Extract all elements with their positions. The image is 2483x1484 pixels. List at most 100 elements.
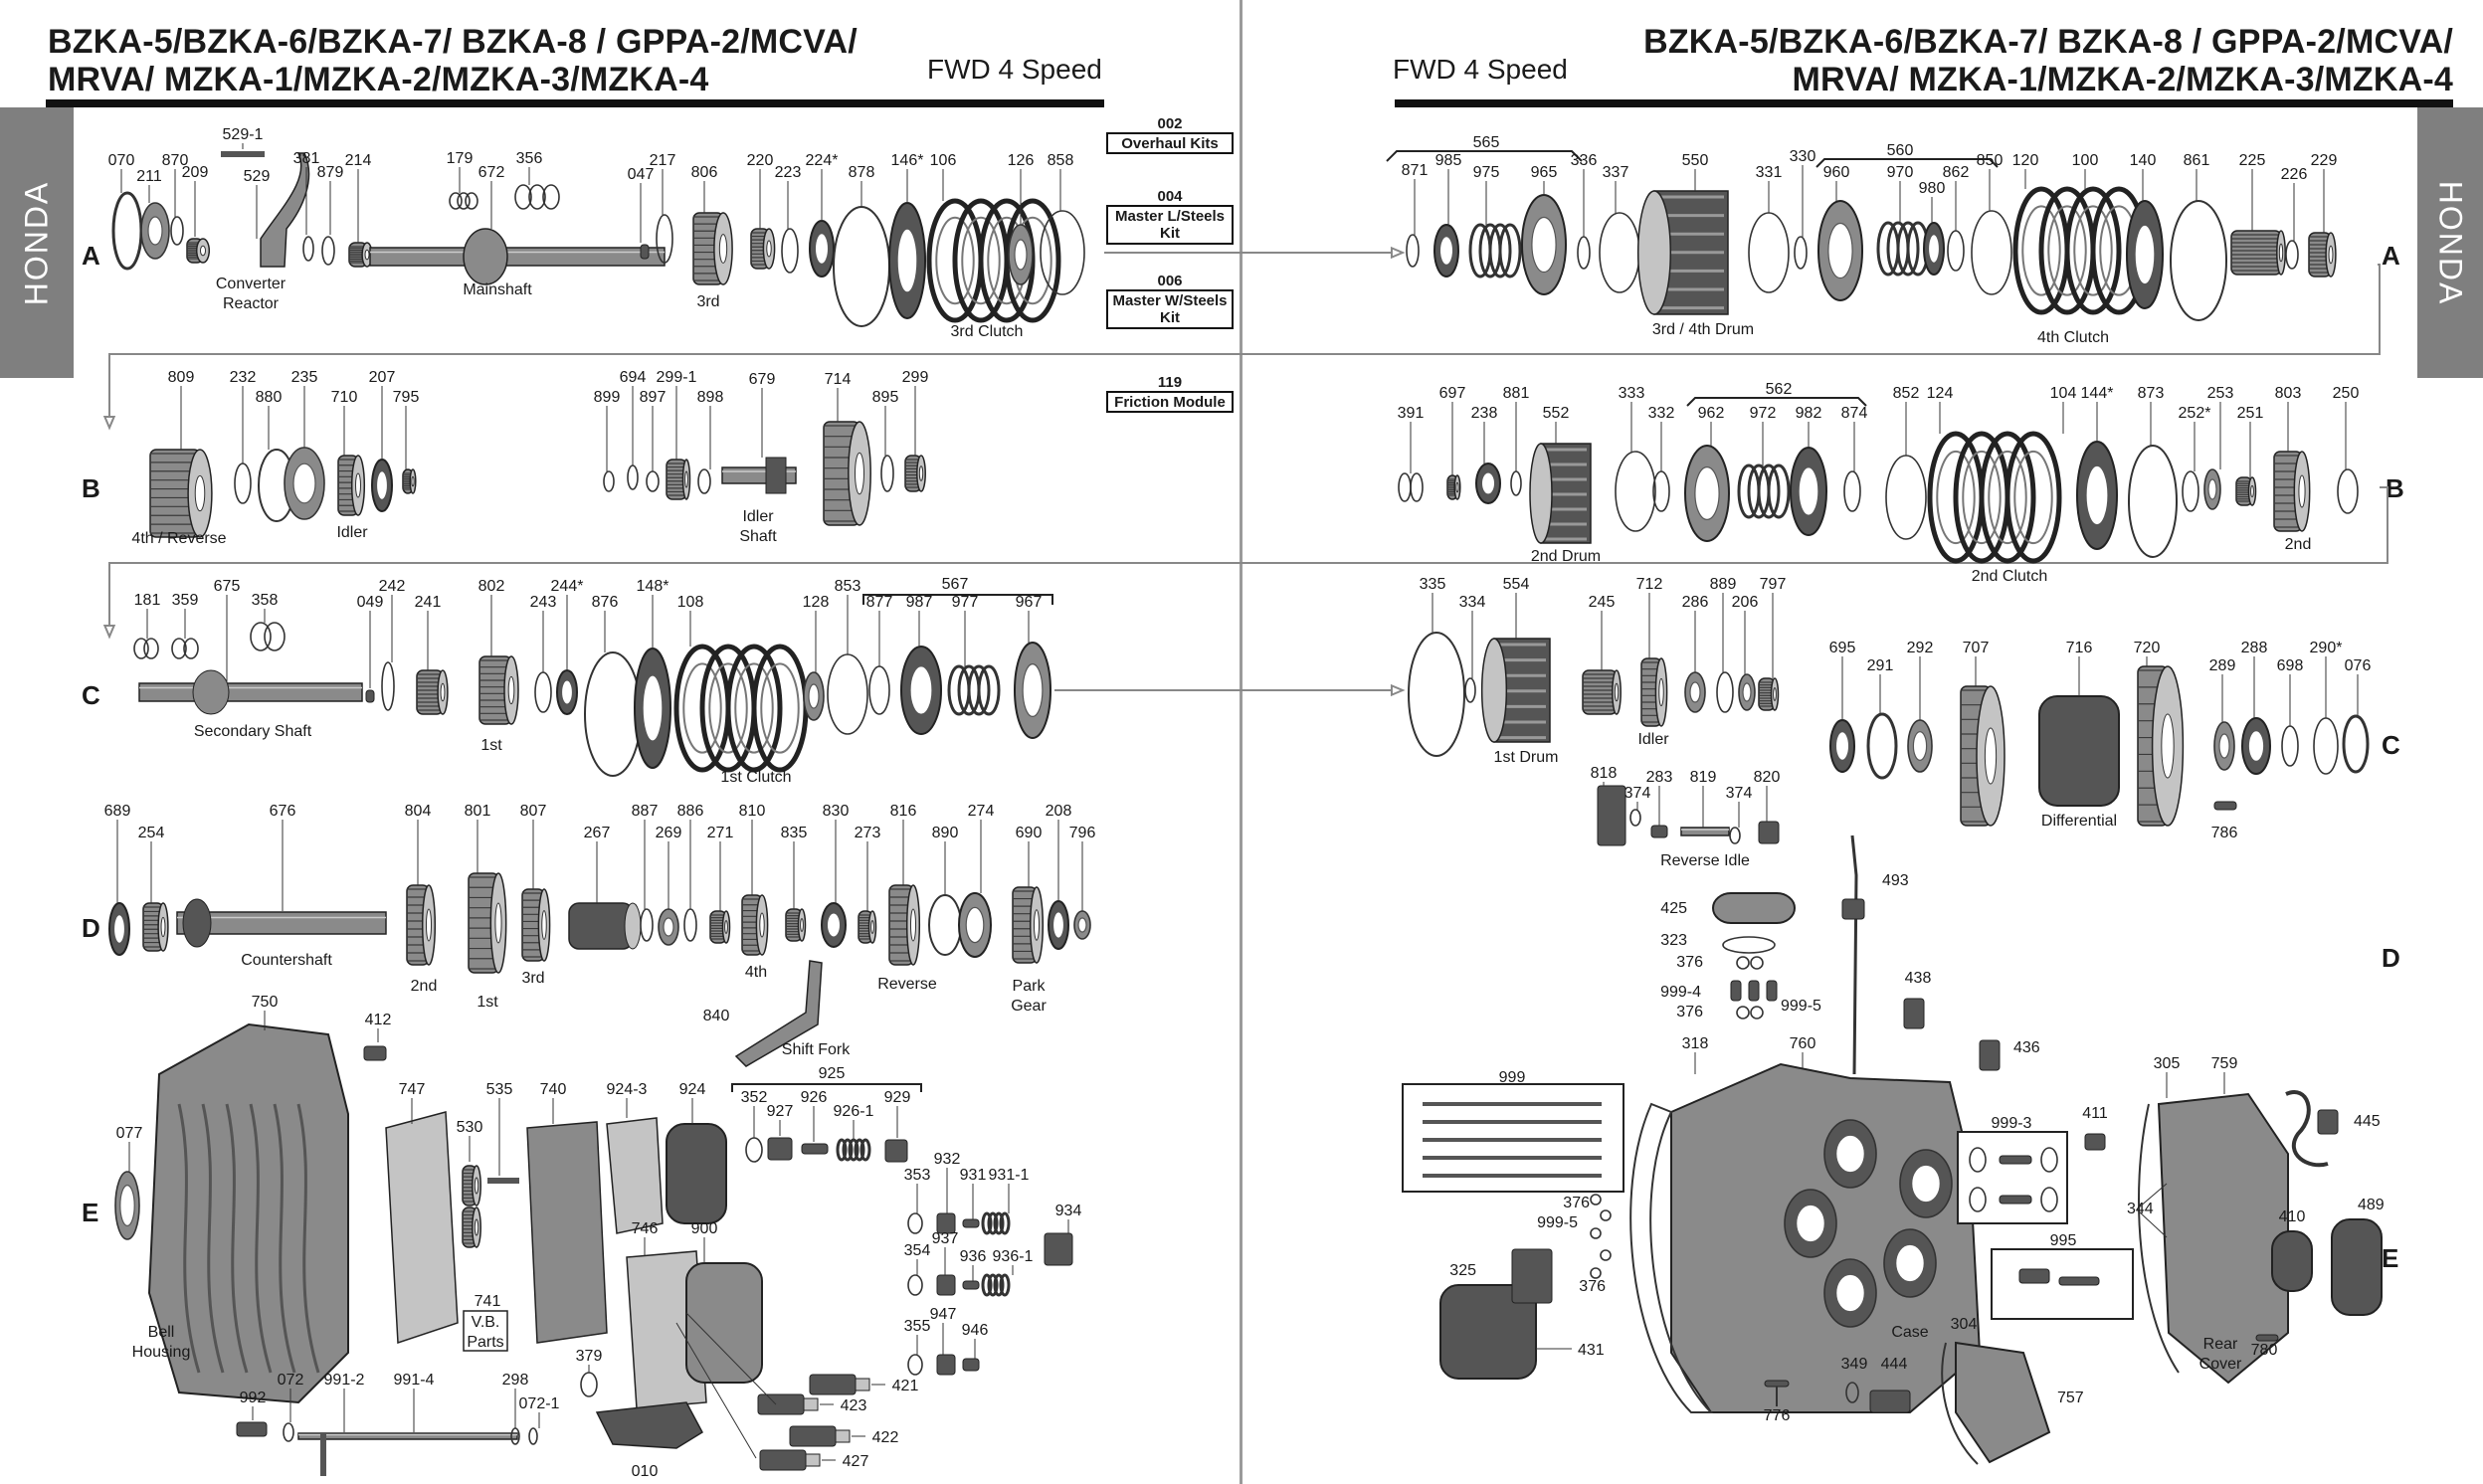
label-244: 244* — [551, 578, 584, 595]
right-subtitle: FWD 4 Speed — [1393, 54, 1568, 85]
part-220-bore — [766, 240, 772, 258]
label-411: 411 — [2082, 1105, 2108, 1122]
label-108: 108 — [677, 594, 704, 611]
part-106-3rd-clutch-plate — [1004, 198, 1061, 323]
part-757-oil-pan — [1955, 1341, 2051, 1464]
part-224-bore — [814, 233, 830, 266]
part-712-idler-bore — [1658, 677, 1664, 707]
part-124-2nd-clutch-plate — [1979, 431, 2036, 564]
label-444: 444 — [1881, 1356, 1908, 1373]
part-750-rib — [177, 1103, 201, 1374]
label-334: 334 — [1459, 594, 1486, 611]
part-530-b-bore — [474, 1218, 479, 1236]
label-900: 900 — [691, 1220, 718, 1237]
label-1st-c: 1st — [480, 737, 502, 754]
part-124-2nd-clutch-plate-inner — [1936, 450, 1976, 545]
part-804-2nd-bore — [425, 908, 433, 942]
label-895: 895 — [872, 389, 899, 406]
label-252: 252* — [2179, 405, 2211, 422]
part-830-bore — [826, 912, 842, 938]
label-idler-shaft-line: Shaft — [739, 528, 777, 545]
bracket-565 — [1386, 150, 1583, 162]
bracket-567 — [862, 594, 1053, 605]
label-225: 225 — [2239, 152, 2266, 169]
label-229: 229 — [2311, 152, 2338, 169]
label-235: 235 — [291, 369, 318, 386]
label-242: 242 — [379, 578, 406, 595]
part-960-bore — [1827, 222, 1853, 279]
part-529-1 — [221, 151, 265, 157]
label-337: 337 — [1603, 164, 1629, 181]
part-926-1-coil — [842, 1138, 854, 1162]
label-269: 269 — [656, 825, 682, 841]
part-810-4th-bore — [759, 912, 765, 938]
part-970-coil — [1896, 221, 1920, 277]
part-124-2nd-clutch-plate-inner — [1988, 450, 2027, 545]
label-776: 776 — [1764, 1407, 1791, 1424]
part-886 — [683, 908, 697, 942]
row-letter-d-right: D — [2382, 943, 2400, 973]
part-336 — [1577, 236, 1591, 270]
part-750-rib — [201, 1103, 225, 1374]
part-mainshaft-collar — [463, 228, 508, 285]
part-case-bore-2-bore — [1895, 1243, 1925, 1283]
label-980: 980 — [1919, 180, 1946, 197]
flow-row-a-arrowhead — [1390, 246, 1406, 260]
part-897 — [646, 470, 660, 492]
part-999-3-ring-1 — [1969, 1187, 1987, 1212]
part-436 — [1979, 1039, 2001, 1071]
label-529: 529 — [244, 168, 271, 185]
label-049: 049 — [357, 594, 384, 611]
label-926: 926 — [801, 1089, 828, 1106]
label-vb-parts-line: V.B. — [472, 1314, 500, 1331]
label-076: 076 — [2345, 657, 2372, 674]
part-356-c — [542, 184, 560, 210]
part-292-bore — [1912, 731, 1928, 761]
part-356-b — [528, 184, 546, 210]
part-412 — [363, 1045, 387, 1061]
part-269-bore — [663, 917, 674, 937]
part-946 — [962, 1358, 980, 1372]
part-862 — [1947, 230, 1965, 272]
label-880: 880 — [256, 389, 283, 406]
part-552-2nd-drum-face — [1529, 443, 1553, 544]
label-idler-shaft-line: Idler — [742, 508, 774, 525]
label-376-a: 376 — [1676, 954, 1703, 971]
label-567: 567 — [942, 576, 969, 593]
label-818: 818 — [1591, 765, 1618, 782]
part-250 — [2337, 468, 2359, 514]
label-1st-clutch: 1st Clutch — [720, 769, 791, 786]
part-299-bore — [918, 465, 924, 481]
part-972-coil — [1767, 464, 1791, 519]
part-358-b — [264, 622, 286, 651]
label-238: 238 — [1471, 405, 1498, 422]
label-565: 565 — [1473, 134, 1500, 151]
label-332: 332 — [1648, 405, 1675, 422]
part-case-bore-1-bore — [1911, 1164, 1941, 1204]
label-358: 358 — [252, 592, 279, 609]
label-211: 211 — [136, 168, 162, 185]
label-690: 690 — [1016, 825, 1043, 841]
label-3rd: 3rd — [696, 293, 719, 310]
label-243: 243 — [530, 594, 557, 611]
part-697-bore — [1455, 481, 1459, 493]
label-853: 853 — [835, 578, 861, 595]
label-560: 560 — [1887, 142, 1914, 159]
label-220: 220 — [747, 152, 774, 169]
part-802-1st-bore — [507, 675, 515, 705]
row-letter-b-right: B — [2386, 473, 2404, 503]
label-352: 352 — [741, 1089, 768, 1106]
part-049 — [365, 689, 375, 703]
kit-number-004: 004 — [1157, 188, 1183, 205]
part-975-coil — [1498, 223, 1522, 278]
label-927: 927 — [767, 1103, 794, 1120]
part-887 — [640, 908, 654, 942]
row-letter-e-right: E — [2382, 1243, 2399, 1273]
part-379 — [580, 1372, 598, 1397]
label-999-5-top: 999-5 — [1781, 998, 1821, 1015]
part-225-body — [2230, 230, 2282, 276]
part-675-collar — [192, 669, 230, 715]
label-820: 820 — [1754, 769, 1781, 786]
part-148-bore — [642, 674, 664, 742]
vb-part-ring-1230 — [907, 1212, 923, 1234]
